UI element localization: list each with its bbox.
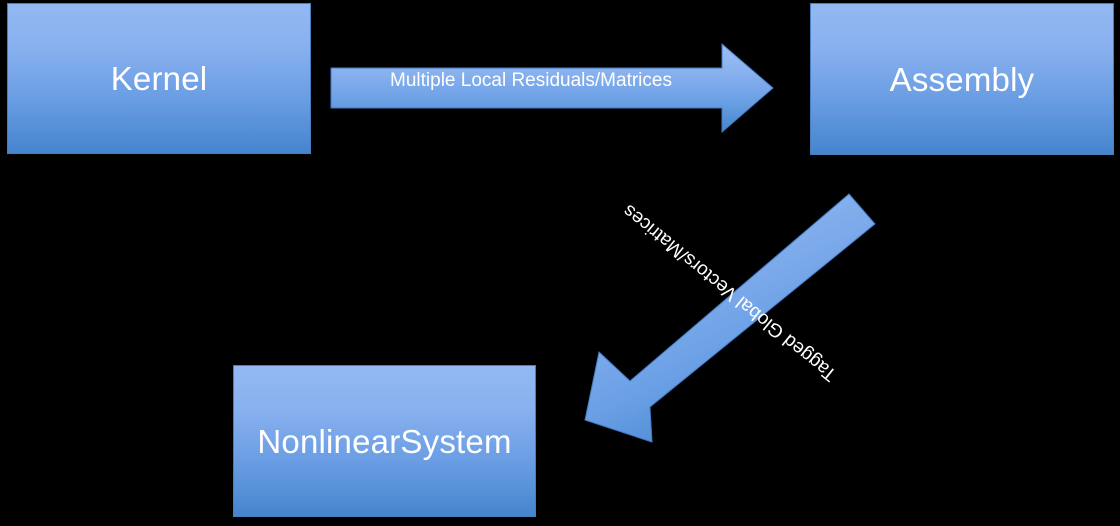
node-assembly[interactable]: Assembly [810,3,1114,155]
node-nonlinearsystem-label: NonlinearSystem [257,422,512,460]
arrow-kernel-to-assembly[interactable] [329,42,775,134]
arrow-assembly-to-nonlinearsystem[interactable] [575,170,885,450]
node-kernel-label: Kernel [110,60,208,97]
node-kernel[interactable]: Kernel [7,3,311,154]
node-nonlinearsystem[interactable]: NonlinearSystem [233,365,536,517]
node-assembly-label: Assembly [889,60,1035,98]
